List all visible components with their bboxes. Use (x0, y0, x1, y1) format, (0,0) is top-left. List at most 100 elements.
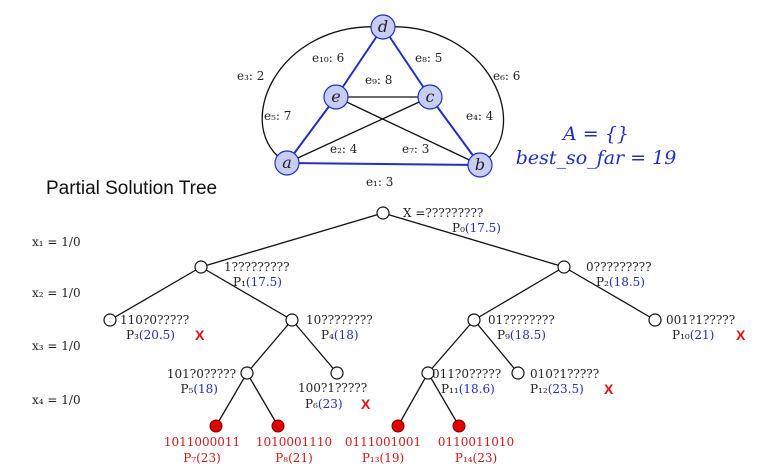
edge-e4 (429, 96, 481, 166)
leaf-code-p8: 1010001110 (256, 435, 332, 449)
leaf-info-p8: P₈(21) (275, 451, 313, 465)
level-label-x2: x₂ = 1/0 (32, 286, 81, 300)
pruned-mark-p10: X (736, 327, 746, 343)
node-code-p5: 101?0????? (167, 367, 236, 381)
svg-text:d: d (378, 17, 388, 36)
tree-leaf-p8 (271, 419, 285, 433)
tree-edge-p9-p11 (427, 319, 475, 374)
tree-edges (109, 212, 656, 427)
edge-e5 (286, 96, 337, 164)
node-code-p11: 011?0????? (432, 367, 501, 381)
node-code-p1: 1????????? (224, 260, 290, 274)
node-info-p3: P₃(20.5) (126, 328, 175, 342)
tree-edge-p9-p12 (473, 319, 519, 374)
leaf-code-p14: 0110011010 (438, 435, 514, 449)
svg-text:e: e (331, 87, 340, 106)
tree-title: Partial Solution Tree (46, 178, 217, 199)
pruned-mark-p12: X (604, 381, 614, 397)
edge-label-e10: e₁₀: 6 (312, 51, 344, 65)
node-code-p4: 10???????? (306, 313, 373, 327)
tree-nodes (103, 206, 662, 380)
edge-label-e5: e₅: 7 (264, 109, 291, 123)
tree-node-p10 (648, 313, 662, 327)
node-info-p6: P₆(23) (305, 397, 343, 411)
leaf-code-p7: 1011000011 (164, 435, 240, 449)
tree-edge-p5-p8 (246, 372, 279, 427)
tree-node-p4 (285, 313, 299, 327)
edge-e2 (286, 96, 431, 164)
node-info-p5: P₅(18) (180, 382, 218, 396)
tree-node-p9 (467, 313, 481, 327)
tree-edge-p1-p3 (109, 266, 202, 321)
leaf-info-p7: P₇(23) (183, 451, 221, 465)
set-a-label: A = {} (561, 123, 629, 145)
edge-label-e6: e₆: 6 (493, 69, 520, 83)
vertex-d: d (370, 14, 396, 40)
edge-label-e2: e₂: 4 (330, 142, 358, 156)
edge-e1 (286, 162, 481, 166)
node-code-p9: 01???????? (488, 313, 555, 327)
tree-node-p11 (421, 366, 435, 380)
svg-text:c: c (426, 87, 435, 106)
level-label-x1: x₁ = 1/0 (32, 235, 81, 249)
tree-node-p5 (240, 366, 254, 380)
tree-edge-p0-p2 (382, 212, 565, 268)
node-code-p10: 001?1????? (666, 313, 735, 327)
tree-leaf-p14 (452, 419, 466, 433)
node-code-p12: 010?1????? (530, 367, 599, 381)
tree-node-p6 (330, 366, 344, 380)
tree-node-p12 (511, 366, 525, 380)
node-info-p4: P₄(18) (321, 328, 359, 342)
tree-node-p1 (194, 260, 208, 274)
node-info-p0: P₀(17.5) (452, 221, 501, 235)
node-info-p11: P₁₁(18.6) (441, 382, 495, 396)
node-code-p0: X =????????? (403, 206, 483, 220)
edge-e8 (382, 26, 431, 98)
node-code-p2: 0????????? (586, 260, 652, 274)
leaf-info-p13: P₁₃(19) (362, 451, 404, 465)
tree-edge-p4-p5 (246, 319, 293, 374)
edge-e6 (382, 26, 505, 166)
tree-node-p2 (557, 260, 571, 274)
leaf-code-p13: 0111001001 (345, 435, 421, 449)
pruned-mark-p3: X (195, 327, 205, 343)
best-so-far-label: best_so_far = 19 (516, 147, 677, 169)
tree-leaf-p7 (209, 419, 223, 433)
vertex-b: b (467, 152, 493, 178)
tree-node-p3 (103, 313, 117, 327)
node-info-p9: P₉(18.5) (497, 328, 546, 342)
vertex-c: c (417, 84, 443, 110)
tree-edge-p5-p7 (215, 372, 248, 427)
node-code-p6: 100?1????? (298, 381, 367, 395)
tree-edge-p1-p4 (200, 266, 293, 321)
svg-text:b: b (475, 155, 485, 174)
edge-label-e7: e₇: 3 (402, 142, 429, 156)
tree-leaf-p13 (391, 419, 405, 433)
edge-label-e9: e₉: 8 (365, 73, 392, 87)
node-code-p3: 110?0????? (120, 313, 189, 327)
vertex-a: a (274, 150, 300, 176)
edge-label-e3: e₃: 2 (237, 69, 264, 83)
tree-node-p0 (376, 206, 390, 220)
tree-edge-p0-p1 (200, 212, 384, 268)
node-info-p12: P₁₂(23.5) (530, 382, 584, 396)
level-label-x3: x₃ = 1/0 (32, 339, 81, 353)
edge-e10 (335, 26, 384, 98)
solution-tree: Partial Solution Tree x₁ = 1/0 x₂ = 1/0 … (32, 178, 746, 465)
tree-leaves (209, 419, 466, 433)
tree-edge-p2-p10 (563, 266, 656, 321)
node-info-p2: P₂(18.5) (596, 275, 645, 289)
pruned-mark-p6: X (361, 396, 371, 412)
vertex-e: e (323, 84, 349, 110)
tree-edge-p11-p14 (427, 372, 460, 427)
edge-label-e4: e₄: 4 (466, 109, 494, 123)
leaf-info-p14: P₁₄(23) (455, 451, 497, 465)
tree-edge-p4-p6 (291, 319, 338, 374)
graph: d e c a b e₃: 2 e₁₀: 6 e₈: 5 e₆: 6 e₉: 8… (237, 14, 677, 189)
edge-label-e8: e₈: 5 (415, 51, 442, 65)
edge-label-e1: e₁: 3 (366, 175, 393, 189)
tree-edge-p2-p9 (473, 266, 565, 321)
svg-text:a: a (282, 153, 292, 172)
tree-edge-p11-p13 (397, 372, 429, 427)
